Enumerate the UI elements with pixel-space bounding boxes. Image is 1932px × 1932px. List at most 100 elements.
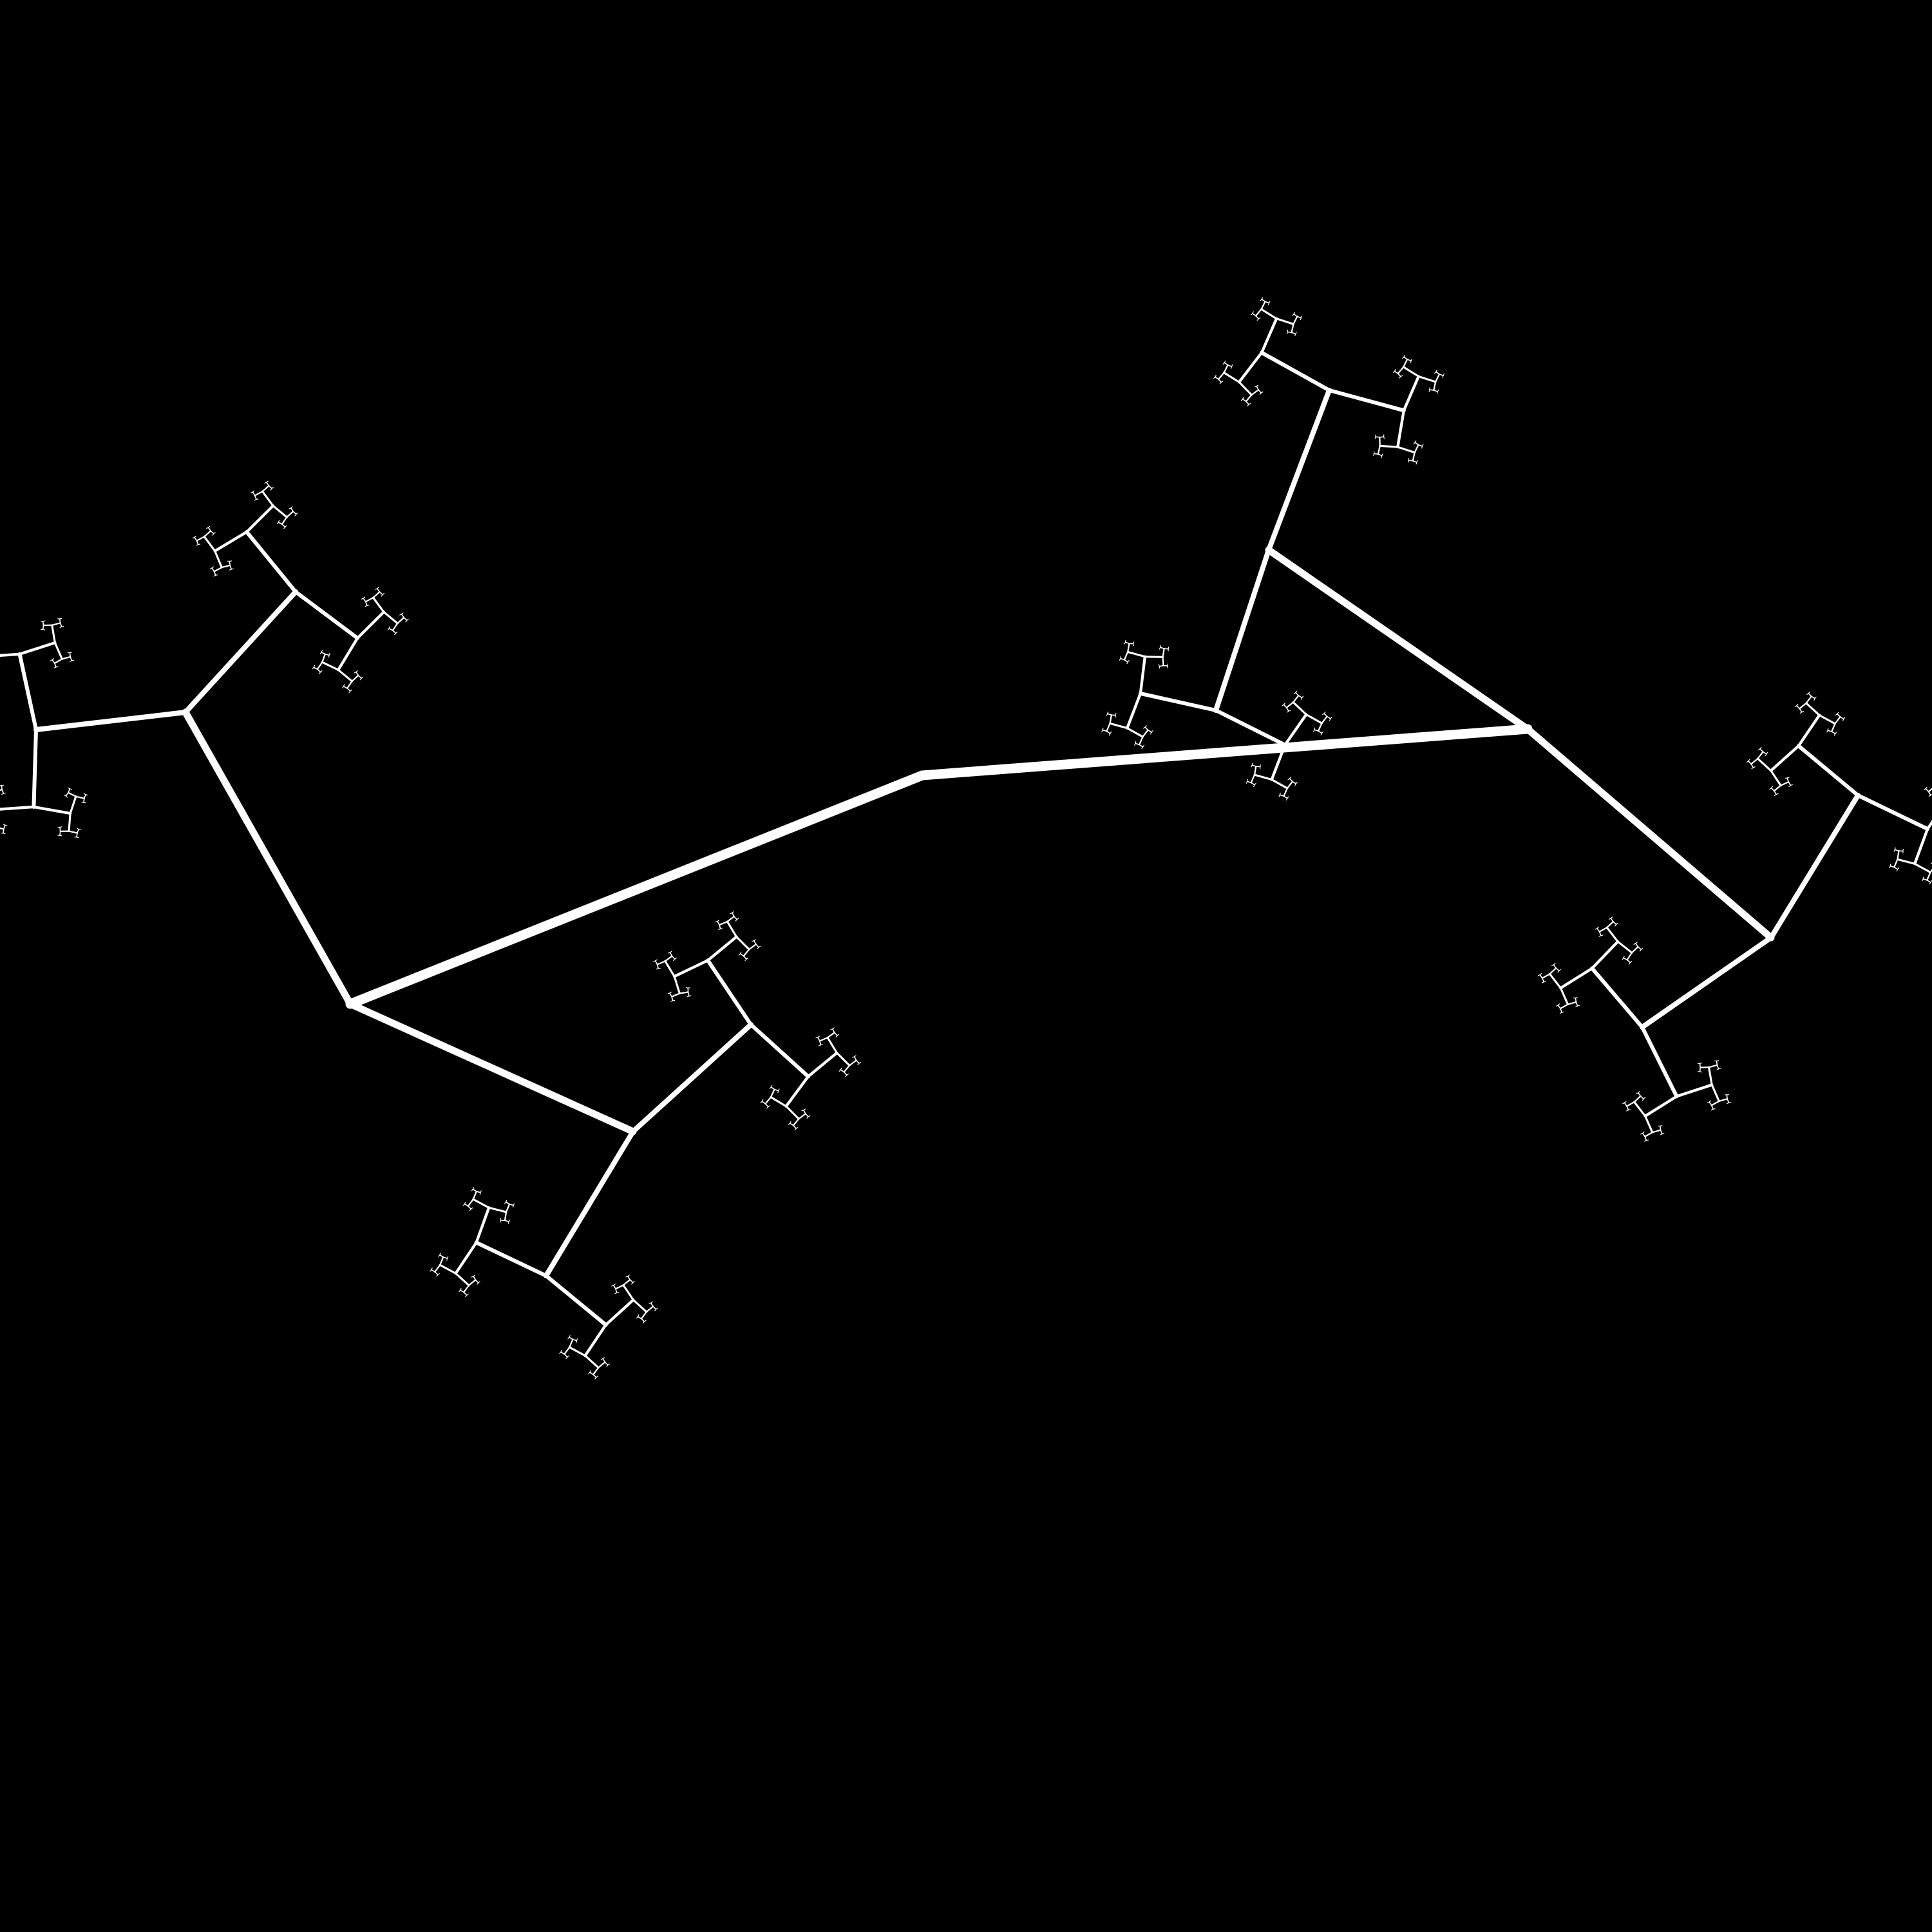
sub-branch-segment xyxy=(770,1088,775,1098)
sub-branch-segment xyxy=(1435,371,1440,375)
sub-branch-segment xyxy=(1928,795,1931,797)
sub-branch-segment xyxy=(1106,723,1111,732)
sub-branch-segment xyxy=(614,1284,625,1290)
sub-branch-segment xyxy=(1894,849,1900,852)
sub-branch-segment xyxy=(654,960,658,965)
sub-branch-segment xyxy=(1260,308,1278,320)
sub-branch-segment xyxy=(1637,1092,1642,1097)
sub-branch-segment xyxy=(1831,723,1836,733)
sub-branch-segment xyxy=(1613,921,1617,925)
sub-branch-segment xyxy=(294,590,360,640)
sub-branch-segment xyxy=(789,1122,794,1126)
sub-branch-segment xyxy=(42,620,44,626)
sub-branch-segment xyxy=(835,1052,851,1066)
sub-branch-segment xyxy=(1251,389,1260,396)
sub-branch-segment xyxy=(1549,967,1557,975)
sub-branch-segment xyxy=(381,594,383,597)
sub-branch-segment xyxy=(719,924,721,930)
sub-branch-segment xyxy=(1223,372,1240,383)
sub-branch-segment xyxy=(1135,743,1140,746)
sub-branch-segment xyxy=(1926,871,1931,881)
sub-branch-segment xyxy=(1557,1003,1560,1006)
sub-branch-segment xyxy=(59,618,62,620)
sub-branch-segment xyxy=(569,1335,571,1338)
sub-branch-segment xyxy=(434,1264,441,1273)
sub-branch-segment xyxy=(1808,692,1812,697)
sub-branch-segment xyxy=(1591,940,1620,970)
sub-branch-segment xyxy=(1659,1125,1662,1131)
sub-branch-segment xyxy=(355,671,359,676)
sub-branch-segment xyxy=(1831,731,1836,735)
sub-branch-segment xyxy=(1748,759,1750,762)
sub-branch-segment xyxy=(1159,647,1165,650)
sub-branch-segment xyxy=(1897,850,1900,860)
sub-branch-segment xyxy=(805,1113,809,1117)
sub-branch-segment xyxy=(789,1121,791,1124)
sub-branch-segment xyxy=(207,526,211,528)
sub-branch-segment xyxy=(1624,1102,1627,1107)
sub-branch-segment xyxy=(1215,375,1217,377)
sub-branch-segment xyxy=(392,630,397,634)
sub-branch-segment xyxy=(221,564,231,569)
sub-branch-segment xyxy=(1109,714,1112,724)
sub-branch-segment xyxy=(1381,455,1383,459)
sub-branch-segment xyxy=(1575,1005,1578,1007)
sub-branch-segment xyxy=(1106,713,1112,716)
sub-branch-segment xyxy=(1555,967,1560,972)
sub-branch-segment xyxy=(1102,729,1108,732)
sub-branch-segment xyxy=(1394,369,1396,372)
sub-branch-segment xyxy=(803,1108,806,1111)
sub-branch-segment xyxy=(739,953,744,957)
sub-branch-segment xyxy=(1626,952,1633,961)
sub-branch-segment xyxy=(363,598,366,603)
sub-branch-segment xyxy=(1926,820,1932,831)
branch-segment xyxy=(1768,793,1861,940)
sub-branch-segment xyxy=(1708,1064,1718,1068)
sub-branch-segment xyxy=(1253,773,1273,781)
sub-branch-segment xyxy=(743,949,750,957)
sub-branch-segment xyxy=(365,605,368,607)
sub-branch-segment xyxy=(1412,451,1416,462)
sub-branch-segment xyxy=(439,1254,444,1258)
sub-branch-segment xyxy=(835,1035,838,1037)
sub-branch-segment xyxy=(5,824,8,826)
sub-branch-segment xyxy=(377,587,379,589)
sub-branch-segment xyxy=(583,1323,607,1358)
sub-branch-segment xyxy=(1327,388,1406,413)
sub-branch-segment xyxy=(544,1274,608,1327)
sub-branch-segment xyxy=(669,992,672,998)
sub-branch-segment xyxy=(1710,1083,1720,1103)
sub-branch-segment xyxy=(388,626,390,629)
sub-branch-segment xyxy=(506,1200,507,1203)
sub-branch-segment xyxy=(477,1282,479,1285)
sub-branch-segment xyxy=(1710,1100,1720,1106)
sub-branch-segment xyxy=(1559,1012,1562,1014)
sub-branch-segment xyxy=(507,1221,509,1224)
sub-branch-segment xyxy=(1642,1132,1645,1137)
sub-branch-segment xyxy=(1377,445,1381,455)
sub-branch-segment xyxy=(770,1084,773,1088)
sub-branch-segment xyxy=(346,680,353,689)
sub-branch-segment xyxy=(1247,404,1249,406)
sub-branch-segment xyxy=(1397,373,1401,377)
sub-branch-segment xyxy=(1242,397,1244,400)
sub-branch-segment xyxy=(1559,967,1594,990)
sub-branch-segment xyxy=(1926,879,1931,883)
sub-branch-segment xyxy=(1718,1098,1728,1102)
sub-branch-segment xyxy=(1323,712,1326,714)
sub-branch-segment xyxy=(819,1044,822,1046)
sub-branch-segment xyxy=(1126,692,1142,730)
trunk-segment xyxy=(345,770,927,1009)
sub-branch-segment xyxy=(1250,774,1256,784)
sub-branch-segment xyxy=(735,919,737,922)
sub-branch-segment xyxy=(1414,440,1417,443)
sub-branch-segment xyxy=(632,1298,648,1313)
sub-branch-segment xyxy=(572,1338,578,1341)
sub-branch-segment xyxy=(1818,714,1836,725)
sub-branch-segment xyxy=(1922,876,1924,880)
sub-branch-segment xyxy=(319,671,321,674)
sub-branch-segment xyxy=(204,530,212,538)
sub-branch-segment xyxy=(52,658,55,661)
sub-branch-segment xyxy=(612,1285,616,1290)
